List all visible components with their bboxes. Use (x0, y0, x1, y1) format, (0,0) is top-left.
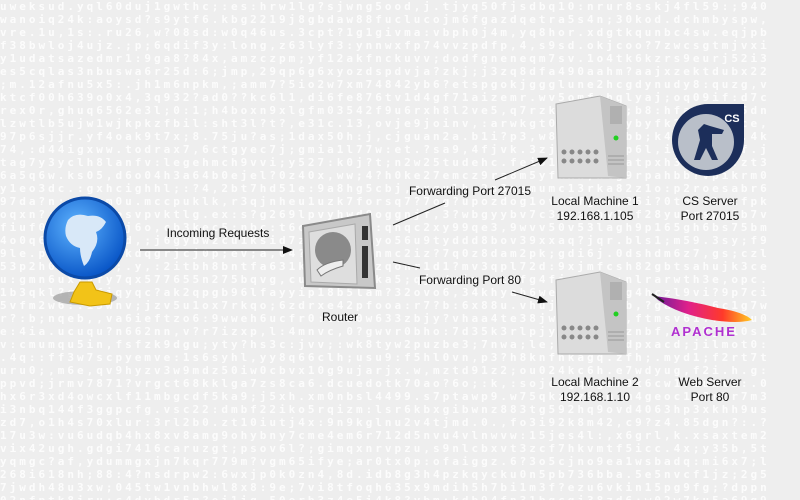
arrow-forward-27015-a (392, 202, 446, 226)
edge-label-forward-80: Forwarding Port 80 (418, 273, 522, 287)
cs-server-port: Port 27015 (680, 209, 740, 223)
apache-logo-text: APACHE (671, 324, 737, 339)
arrow-forward-80-a (392, 261, 421, 269)
router-icon (295, 208, 385, 303)
arrow-forward-27015-b (494, 157, 548, 181)
machine-1-ip: 192.168.1.105 (556, 209, 634, 223)
web-server-label: Web Server Port 80 (660, 375, 760, 405)
server-icon-machine-2 (550, 268, 630, 365)
counter-strike-logo: CS (668, 100, 748, 185)
machine-2-name: Local Machine 2 (551, 375, 639, 389)
arrow-forward-80-b (511, 291, 548, 304)
machine-2-ip: 192.168.1.10 (559, 390, 631, 404)
web-server-port: Port 80 (690, 390, 730, 404)
cs-badge-text: CS (724, 113, 739, 125)
web-server-name: Web Server (678, 375, 742, 389)
server-icon-machine-1 (550, 92, 630, 189)
cs-server-label: CS Server Port 27015 (660, 194, 760, 224)
edge-label-incoming: Incoming Requests (166, 226, 270, 240)
cs-server-name: CS Server (682, 194, 738, 208)
machine-1-name: Local Machine 1 (551, 194, 639, 208)
machine-1-label: Local Machine 1 192.168.1.105 (540, 194, 650, 224)
globe-icon (40, 190, 140, 320)
apache-logo: APACHE (648, 290, 763, 345)
router-label: Router (321, 310, 359, 324)
edge-label-forward-27015: Forwarding Port 27015 (408, 184, 532, 198)
machine-2-label: Local Machine 2 192.168.1.10 (540, 375, 650, 405)
